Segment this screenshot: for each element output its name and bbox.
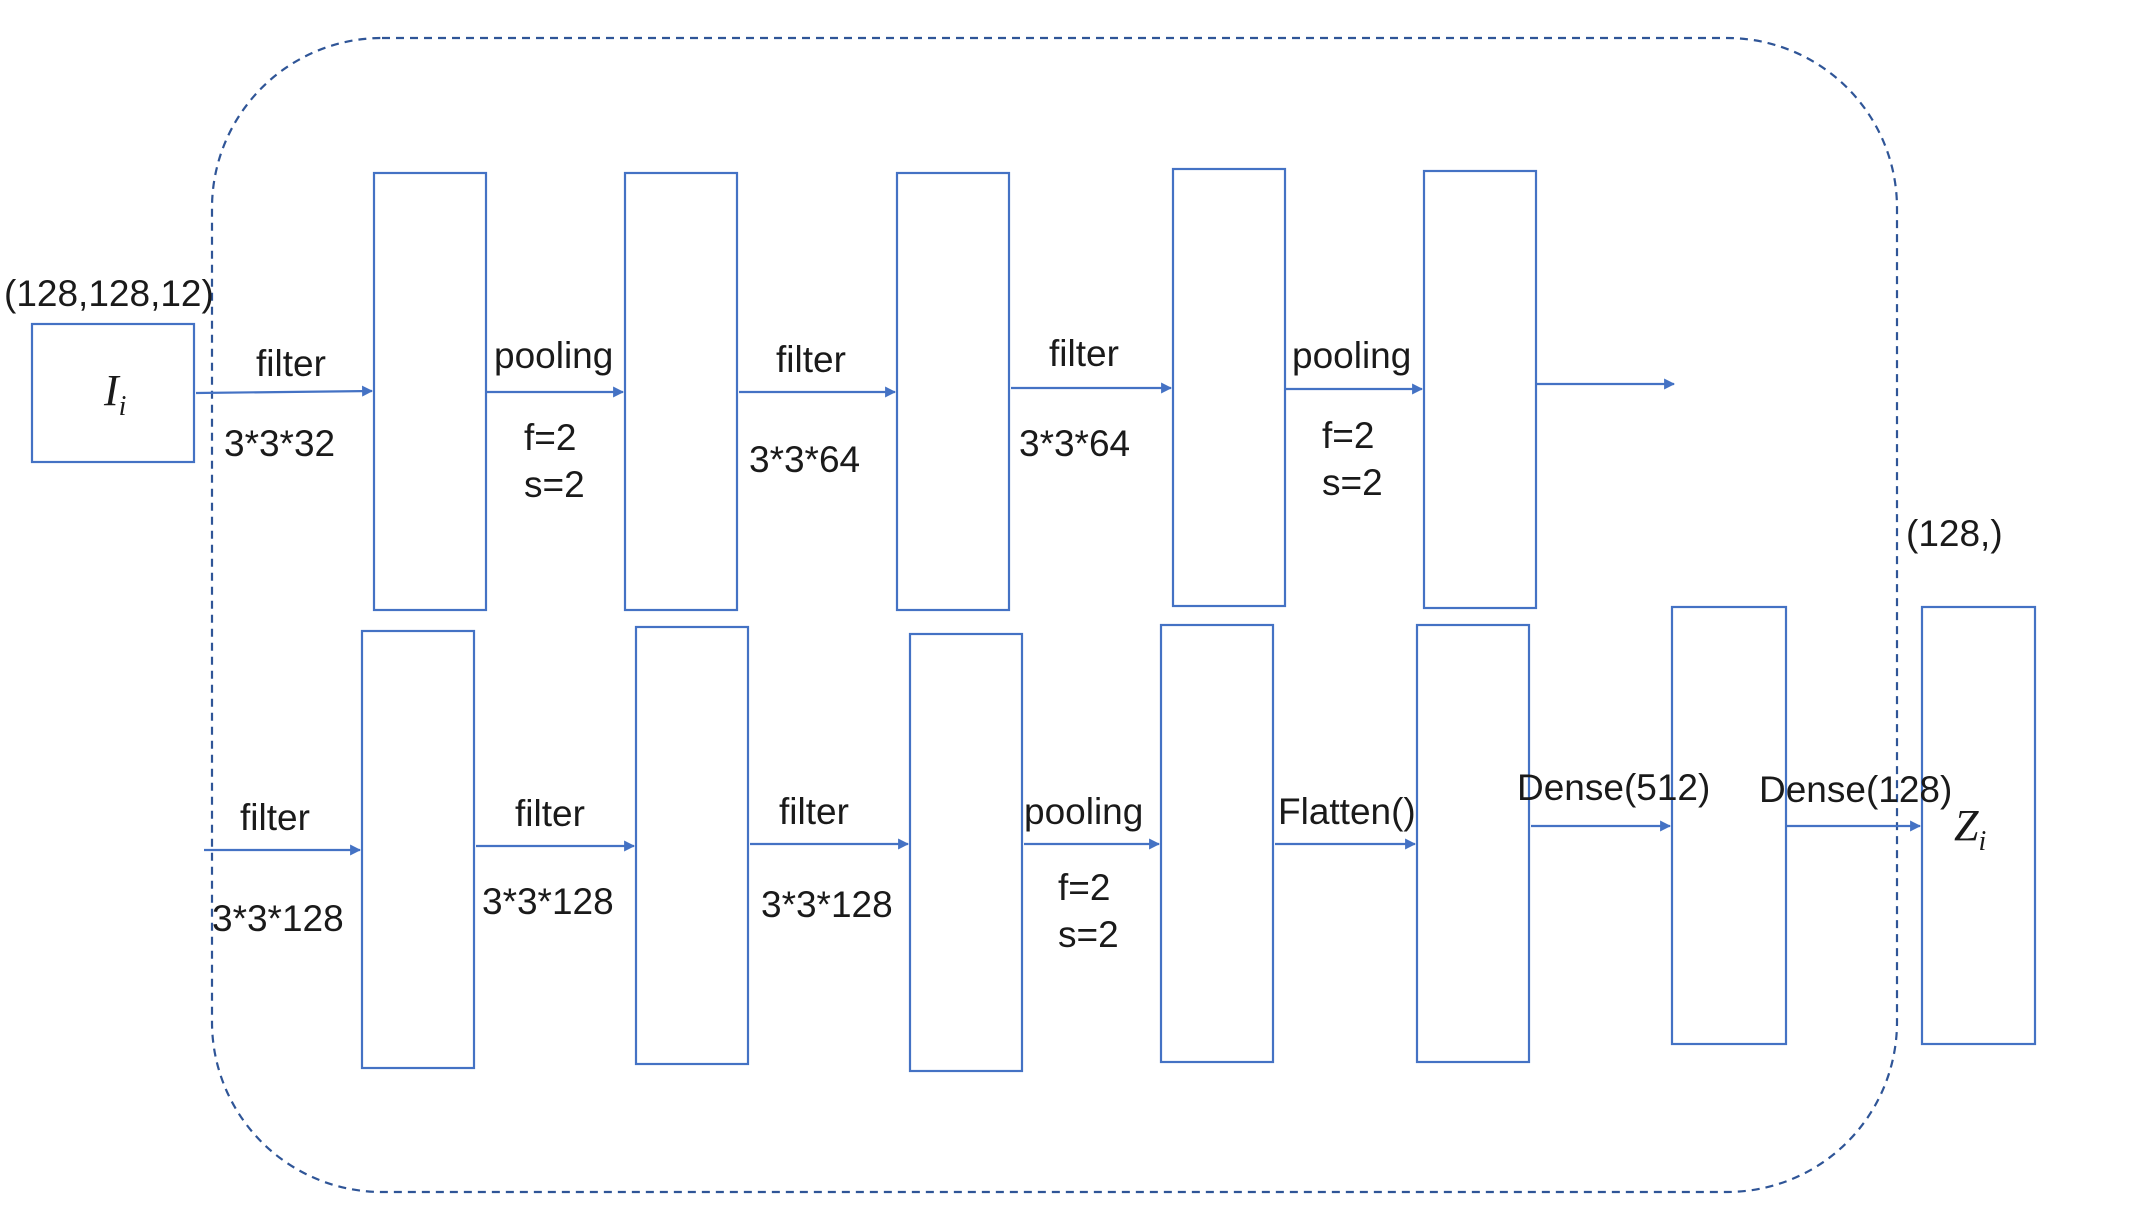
row2-layer-2 [634, 625, 750, 1066]
row2-arrow-2-bottom: 3*3*128 [482, 881, 614, 922]
row2-layer-4 [1159, 623, 1275, 1064]
row2-arrow-1-bottom: 3*3*128 [212, 898, 344, 939]
row1-arrow-4-top: filter [1049, 333, 1119, 374]
row1-layer-4 [1171, 167, 1287, 608]
input-symbol: Ii [103, 366, 126, 422]
row1-arrow-1-bottom: 3*3*32 [224, 423, 335, 464]
row2-arrow-5-top: Flatten() [1278, 791, 1416, 832]
row1-layer-3 [895, 171, 1011, 612]
row2-layer-5 [1415, 623, 1531, 1064]
row1-layer-5 [1422, 169, 1538, 610]
row2-arrow-4-bottom-1: f=2 [1058, 867, 1110, 908]
row2-layer-1 [360, 629, 476, 1070]
row1-arrow-2-bottom-2: s=2 [524, 464, 585, 505]
row2-layer-3 [908, 632, 1024, 1073]
row2-dense-512-box [1670, 605, 1788, 1046]
output-symbol: Zi [1954, 801, 1986, 857]
row1-arrow-5-top: pooling [1292, 335, 1411, 376]
input-shape-label: (128,128,12) [4, 273, 214, 314]
row1-arrow-1 [195, 385, 374, 397]
row2-arrow-3-top: filter [779, 791, 849, 832]
row1-arrow-2-top: pooling [494, 335, 613, 376]
row1-arrow-5-bottom-2: s=2 [1322, 462, 1383, 503]
output-shape-label: (128,) [1906, 513, 2003, 554]
row2-arrow-4-bottom-2: s=2 [1058, 914, 1119, 955]
row1-arrow-3-bottom: 3*3*64 [749, 439, 860, 480]
row1-layer-2 [623, 171, 739, 612]
row2-arrow-3-bottom: 3*3*128 [761, 884, 893, 925]
row2-arrow-7-top: Dense(128) [1759, 769, 1952, 810]
input-box [30, 322, 196, 464]
row1-arrow-2-bottom-1: f=2 [524, 417, 576, 458]
output-box [1920, 605, 2037, 1046]
row2-arrow-4-top: pooling [1024, 791, 1143, 832]
row1-arrow-4-bottom: 3*3*64 [1019, 423, 1130, 464]
row1-arrow-1-top: filter [256, 343, 326, 384]
row1-arrow-5-bottom-1: f=2 [1322, 415, 1374, 456]
row2-arrow-1-top: filter [240, 797, 310, 838]
row1-layer-1 [372, 171, 488, 612]
row2-arrow-2-top: filter [515, 793, 585, 834]
encoder-container [210, 36, 1899, 1194]
row2-arrow-6-top: Dense(512) [1517, 767, 1710, 808]
row1-arrow-3-top: filter [776, 339, 846, 380]
